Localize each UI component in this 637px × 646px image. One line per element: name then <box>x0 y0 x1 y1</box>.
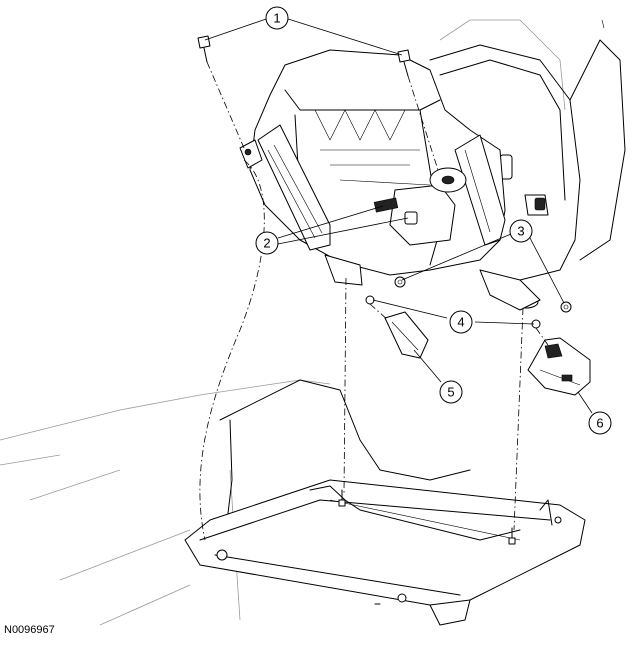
callout-6: 6 <box>588 411 612 435</box>
callout-4: 4 <box>449 310 473 334</box>
nut-left <box>394 276 406 288</box>
rear-seat-cushion <box>429 19 626 281</box>
seat-floor-bracket <box>184 479 586 626</box>
callout-6-label: 6 <box>596 416 603 431</box>
alignment-lines <box>199 61 549 541</box>
callout-2-label: 2 <box>263 236 270 251</box>
callout-4-label: 4 <box>457 315 464 330</box>
callout-1-label: 1 <box>273 11 280 26</box>
callout-3: 3 <box>509 219 533 243</box>
callout-leaders <box>204 17 593 414</box>
callout-5: 5 <box>439 380 463 404</box>
figure-reference-number: N0096967 <box>4 624 55 636</box>
nut-right <box>560 301 572 313</box>
bolt-rear <box>397 49 411 77</box>
seat-track-cover-right <box>527 337 591 396</box>
callout-3-label: 3 <box>517 224 524 239</box>
callout-1: 1 <box>265 6 289 30</box>
bolt-front <box>197 35 211 63</box>
stud-nut-left <box>365 295 375 305</box>
seat-frame-assembly <box>239 49 541 311</box>
seat-track-cover-left <box>384 311 429 359</box>
callout-2: 2 <box>255 231 279 255</box>
callout-5-label: 5 <box>447 385 454 400</box>
